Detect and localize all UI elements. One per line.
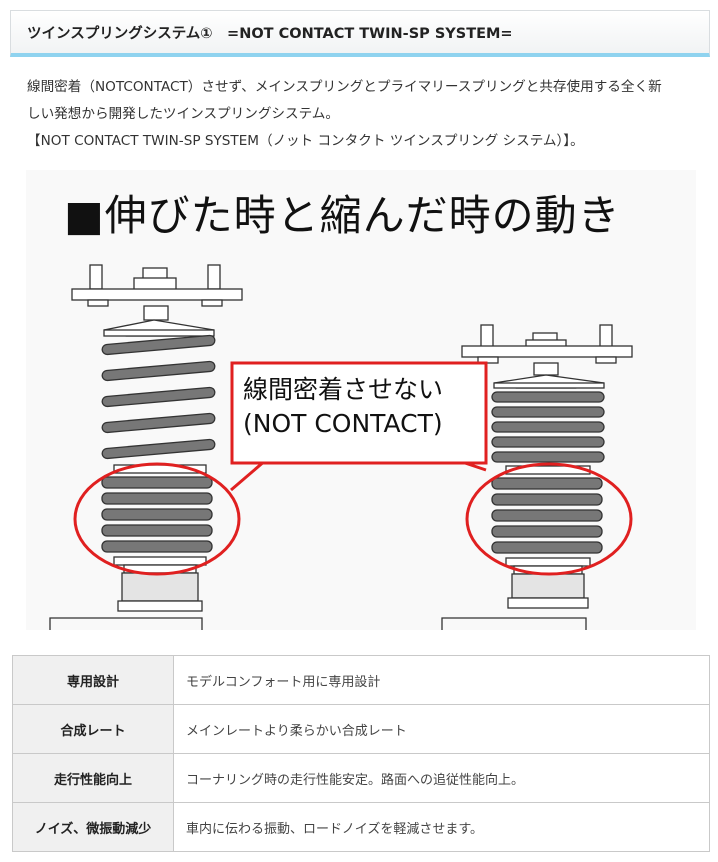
- spec-table: 専用設計 モデルコンフォート用に専用設計 合成レート メインレートより柔らかい合…: [12, 655, 710, 852]
- description: 線間密着（NOTCONTACT）させず、メインスプリングとプライマリースプリング…: [27, 74, 697, 155]
- row-value: コーナリング時の走行性能安定。路面への追従性能向上。: [173, 753, 710, 803]
- table-row: ノイズ、微振動減少 車内に伝わる振動、ロードノイズを軽減させます。: [12, 802, 710, 852]
- main-spring-compressed: [491, 391, 605, 463]
- section-title: ツインスプリングシステム① =NOT CONTACT TWIN-SP SYSTE…: [27, 25, 513, 42]
- extended-damper: [49, 264, 243, 630]
- row-label: 合成レート: [12, 704, 174, 754]
- row-value: 車内に伝わる振動、ロードノイズを軽減させます。: [173, 802, 710, 852]
- spring-diagram-figure: ■伸びた時と縮んだ時の動き: [26, 170, 696, 630]
- description-line-3: 【NOT CONTACT TWIN-SP SYSTEM（ノット コンタクト ツイ…: [27, 133, 584, 149]
- callout-text: 線間密着させない (NOT CONTACT): [243, 373, 481, 441]
- callout-pointer-left: [230, 458, 267, 492]
- row-label: 走行性能向上: [12, 753, 174, 803]
- section-heading: ツインスプリングシステム① =NOT CONTACT TWIN-SP SYSTE…: [10, 10, 710, 57]
- row-value: モデルコンフォート用に専用設計: [173, 655, 710, 705]
- row-label: 専用設計: [12, 655, 174, 705]
- row-label: ノイズ、微振動減少: [12, 802, 174, 852]
- highlight-ellipse-left: [73, 462, 241, 576]
- callout-box: [230, 361, 488, 465]
- callout-line-1: 線間密着させない: [243, 375, 444, 404]
- compressed-damper: [441, 324, 633, 630]
- table-row: 走行性能向上 コーナリング時の走行性能安定。路面への追従性能向上。: [12, 753, 710, 803]
- main-spring-extended: [101, 334, 216, 460]
- spring-diagram: [49, 264, 633, 630]
- highlight-ellipse-right: [465, 462, 633, 576]
- row-value: メインレートより柔らかい合成レート: [173, 704, 710, 754]
- table-row: 専用設計 モデルコンフォート用に専用設計: [12, 655, 710, 705]
- highlight-markers: [73, 361, 633, 576]
- table-row: 合成レート メインレートより柔らかい合成レート: [12, 704, 710, 754]
- callout-line-2: (NOT CONTACT): [243, 409, 443, 438]
- figure-title: ■伸びた時と縮んだ時の動き: [64, 191, 621, 240]
- sub-spring-compressed: [491, 477, 603, 554]
- sub-spring-extended: [101, 476, 213, 553]
- description-line-1: 線間密着（NOTCONTACT）させず、メインスプリングとプライマリースプリング…: [27, 79, 662, 95]
- description-line-2: しい発想から開発したツインスプリングシステム。: [27, 106, 339, 122]
